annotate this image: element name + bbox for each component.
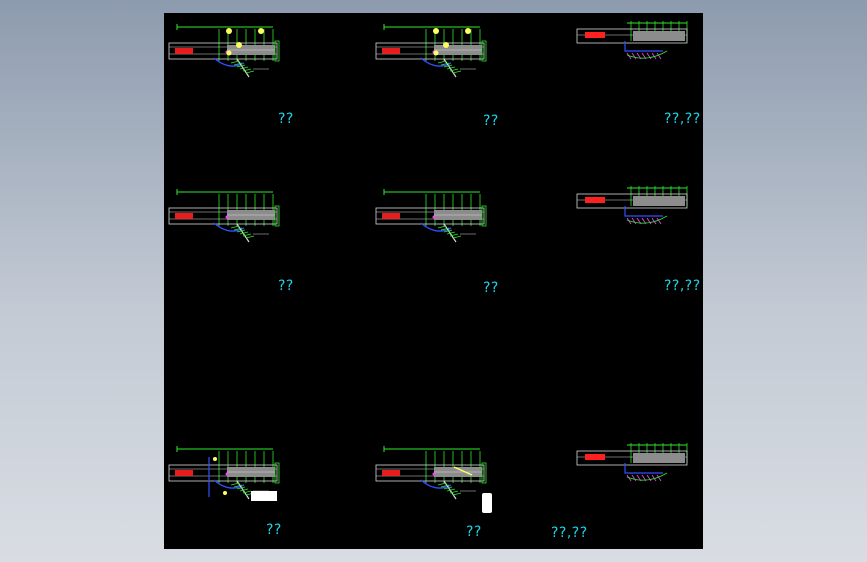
cad-drawing-8[interactable] xyxy=(375,445,492,513)
drawing-5-label: ?? xyxy=(483,280,499,296)
cad-drawing-1[interactable] xyxy=(168,23,284,81)
drawing-6-label: ??,?? xyxy=(664,278,701,294)
cad-drawing-2[interactable] xyxy=(375,23,491,81)
drawing-1-label: ?? xyxy=(278,111,294,127)
drawing-7-label: ?? xyxy=(266,522,282,538)
drawing-8-label: ?? xyxy=(466,524,482,540)
cad-drawing-5[interactable] xyxy=(375,188,491,246)
cad-drawing-7[interactable] xyxy=(168,445,284,503)
drawing-2-label: ?? xyxy=(483,113,499,129)
drawing-4-label: ?? xyxy=(278,278,294,294)
cad-drawing-canvas[interactable]: ?? ?? ??,?? ?? ?? ??,?? ?? ?? ??,?? xyxy=(164,13,703,549)
cad-drawing-9[interactable] xyxy=(576,439,692,497)
drawing-3-label: ??,?? xyxy=(664,111,701,127)
cad-drawing-4[interactable] xyxy=(168,188,284,246)
cad-drawing-3[interactable] xyxy=(576,17,692,75)
cad-drawing-6[interactable] xyxy=(576,182,692,240)
drawing-9-label: ??,?? xyxy=(551,525,588,541)
